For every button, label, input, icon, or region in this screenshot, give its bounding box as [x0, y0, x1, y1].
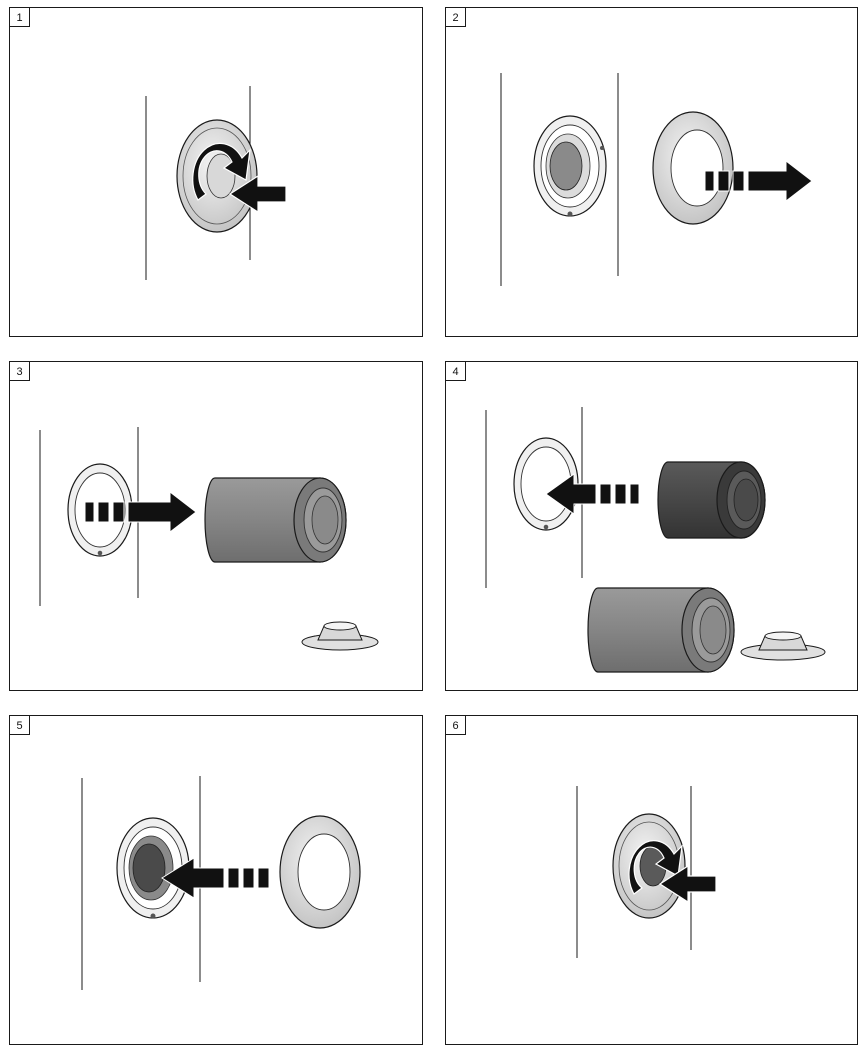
step-panel-2: 2 — [445, 7, 858, 337]
step-panel-1: 1 — [9, 7, 423, 337]
step-1-illustration — [10, 8, 422, 336]
ring-cover — [653, 112, 733, 224]
step-panel-5: 5 — [9, 715, 423, 1045]
filter-cap — [302, 622, 378, 650]
new-filter-cylinder — [658, 462, 765, 538]
old-filter-cylinder — [588, 588, 734, 672]
wall-frame — [534, 116, 606, 217]
step-3-illustration — [10, 362, 422, 690]
step-panel-6: 6 — [445, 715, 858, 1045]
step-6-illustration — [446, 716, 857, 1044]
step-2-illustration — [446, 8, 857, 336]
ring-cover — [280, 816, 360, 928]
filter-cap — [741, 632, 825, 660]
step-panel-3: 3 — [9, 361, 423, 691]
step-panel-4: 4 — [445, 361, 858, 691]
step-4-illustration — [446, 362, 857, 690]
filter-cylinder — [205, 478, 346, 562]
step-5-illustration — [10, 716, 422, 1044]
